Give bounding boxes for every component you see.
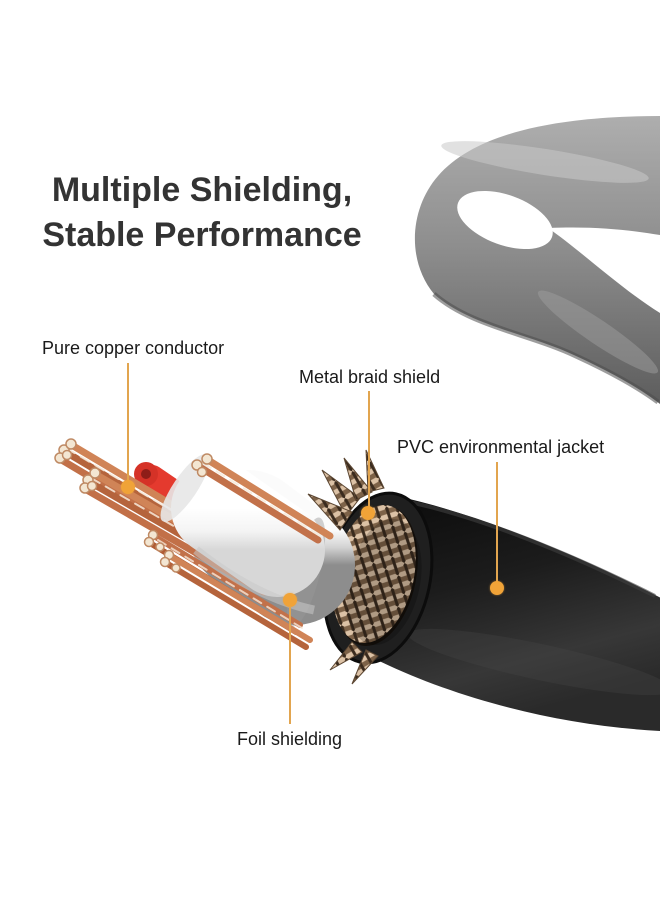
headline: Multiple Shielding, Stable Performance [0,168,404,258]
copper-strand-tips-graphic [54,438,181,573]
callout-label-pure-copper-conductor: Pure copper conductor [42,338,225,358]
copper-top-tips-graphic [191,453,213,478]
leader-dot-jacket [490,581,504,595]
copper-top-wires-graphic [194,456,334,544]
leader-dot-braid [361,506,375,520]
callout-label-foil-shielding: Foil shielding [237,729,343,749]
callout-label-metal-braid-shield: Metal braid shield [299,367,441,387]
leader-line-foil [289,606,291,724]
leader-line-jacket [496,462,498,582]
callout-label-pvc-jacket: PVC environmental jacket [397,437,605,457]
leader-line-copper [127,363,129,481]
cable-loop-graphic [414,116,660,405]
leader-line-braid [368,391,370,507]
braid-fray-graphic [307,449,385,685]
braid-shield-graphic [332,505,422,646]
headline-line2: Stable Performance [42,216,362,254]
leader-dot-copper [121,480,135,494]
leader-dot-foil [283,593,297,607]
headline-line1: Multiple Shielding, [51,171,353,209]
